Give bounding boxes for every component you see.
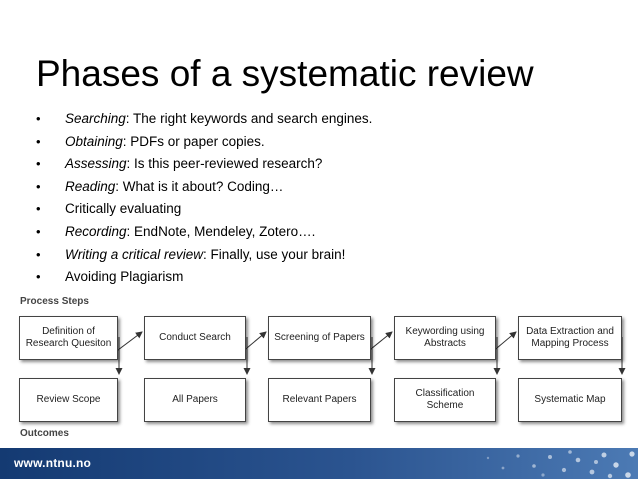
bullet-text: Critically evaluating	[65, 201, 182, 217]
bullet-emphasis: Assessing	[65, 156, 127, 172]
bullet-text: Avoiding Plagiarism	[65, 269, 184, 285]
bullet-dot: •	[36, 133, 41, 149]
bullet-emphasis: Reading	[65, 178, 116, 194]
outcomes-label: Outcomes	[20, 428, 69, 439]
flow-arrow	[113, 331, 143, 354]
footer-url[interactable]: www.ntnu.no	[14, 456, 92, 470]
bullet-dot: •	[36, 111, 41, 126]
bullet-text: : Finally, use your brain!	[203, 246, 346, 262]
bullet-text: : Is this peer-reviewed research?	[126, 156, 323, 172]
bullet-dot: •	[36, 156, 41, 172]
outcome-review-scope: Review Scope	[19, 378, 118, 422]
bullet-emphasis: Obtaining	[65, 133, 123, 149]
bullet-text: : PDFs or paper copies.	[122, 133, 265, 149]
bullet-text: : EndNote, Mendeley, Zotero….	[126, 223, 316, 239]
diagram-arrows	[113, 331, 626, 375]
bullet-text: : The right keywords and search engines.	[125, 111, 373, 126]
bullet-dot: •	[36, 269, 41, 285]
bullet-emphasis: Searching	[65, 111, 126, 126]
footer-dot-pattern	[486, 450, 635, 479]
outcome-relevant-papers: Relevant Papers	[268, 378, 371, 422]
bullet-text: : What is it about? Coding…	[115, 178, 284, 194]
bullet-emphasis: Recording	[65, 223, 127, 239]
outcome-systematic-map: Systematic Map	[518, 378, 622, 422]
bullet-dot: •	[36, 223, 41, 239]
footer-bar: www.ntnu.no	[0, 448, 638, 479]
process-steps-label: Process Steps	[20, 296, 89, 307]
bullet-emphasis: Writing a critical review	[65, 246, 204, 262]
bullet-dot: •	[36, 178, 41, 194]
bullet-dot: •	[36, 246, 41, 262]
slide-title: Phases of a systematic review	[36, 53, 534, 94]
outcome-all-papers: All Papers	[144, 378, 246, 422]
step-screening: Screening of Papers	[268, 316, 371, 360]
step-conduct-search: Conduct Search	[144, 316, 246, 360]
bullet-dot: •	[36, 201, 41, 217]
